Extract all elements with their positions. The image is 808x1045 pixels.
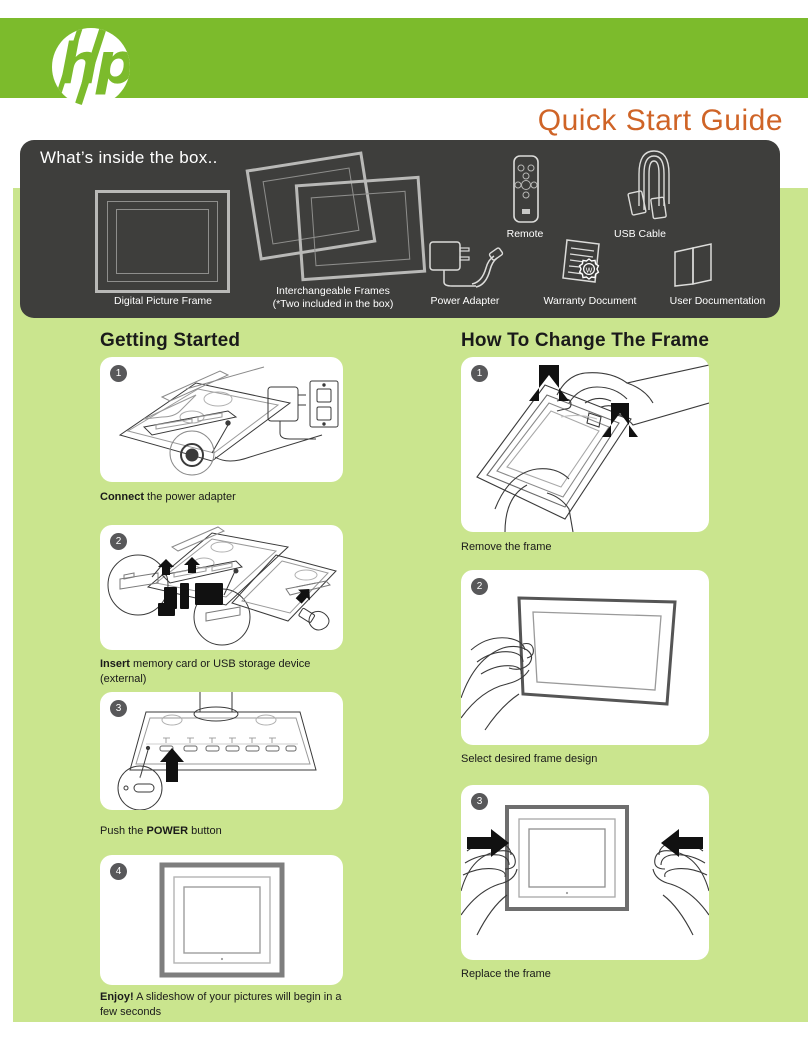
whats-inside-the-box-panel: What’s inside the box.. Digital Picture …	[20, 140, 780, 318]
change-frame-step-2-caption: Select desired frame design	[461, 753, 598, 765]
getting-started-step-4-caption: Enjoy! A slideshow of your pictures will…	[100, 990, 350, 1019]
step-badge: 1	[471, 365, 488, 382]
step-caption-pre: Push the	[100, 825, 147, 837]
step-caption-bold: POWER	[146, 825, 189, 837]
warranty-document-icon: W	[557, 236, 611, 294]
box-section-heading: What’s inside the box..	[40, 148, 218, 167]
box-item-label-user-documentation: User Documentation	[669, 295, 766, 307]
box-item-label-interchangeable-frames: Interchangeable Frames	[276, 285, 390, 297]
change-frame-heading: How To Change The Frame	[461, 330, 710, 351]
page-title: Quick Start Guide	[537, 104, 783, 137]
interchangeable-frames-icon-2	[294, 175, 427, 282]
step-caption-rest: the power adapter	[144, 491, 236, 503]
svg-text:W: W	[586, 267, 593, 274]
box-item-label-usb-cable: USB Cable	[614, 228, 666, 240]
change-frame-step-1-card: 1	[461, 357, 709, 532]
step-badge: 2	[110, 533, 127, 550]
getting-started-step-1-caption: Connect the power adapter	[100, 490, 350, 505]
change-frame-step-3-card: 3	[461, 785, 709, 960]
getting-started-step-2-caption: Insert memory card or USB storage device…	[100, 657, 350, 686]
box-item-label-power-adapter: Power Adapter	[430, 295, 500, 307]
getting-started-step-3-caption: Push the POWER button	[100, 824, 350, 839]
picture-frame-icon	[95, 190, 230, 293]
getting-started-heading: Getting Started	[100, 330, 241, 351]
getting-started-step-1-card: 1	[100, 357, 343, 482]
step-caption-rest: button	[188, 825, 222, 837]
step-badge: 3	[110, 700, 127, 717]
step-caption-rest: memory card or USB storage device (exter…	[100, 658, 311, 685]
step-caption-bold: Enjoy!	[100, 991, 134, 1003]
getting-started-step-2-card: 2	[100, 525, 343, 650]
hp-logo: hp	[52, 28, 130, 106]
step-caption-bold: Connect	[100, 491, 144, 503]
hp-header-bar: hp	[0, 18, 808, 106]
user-documentation-icon	[670, 240, 716, 292]
step-badge: 2	[471, 578, 488, 595]
change-frame-step-3-caption: Replace the frame	[461, 968, 551, 980]
change-frame-step-1-caption: Remove the frame	[461, 541, 552, 553]
usb-cable-icon	[622, 148, 678, 230]
step-caption-bold: Insert	[100, 658, 130, 670]
step-badge: 1	[110, 365, 127, 382]
step-badge: 4	[110, 863, 127, 880]
step-caption-rest: A slideshow of your pictures will begin …	[100, 991, 342, 1018]
box-item-label-warranty-document: Warranty Document	[543, 295, 637, 307]
box-item-label-digital-picture-frame: Digital Picture Frame	[113, 295, 213, 307]
box-item-label-interchangeable-frames-note: (*Two included in the box)	[272, 298, 394, 310]
step-badge: 3	[471, 793, 488, 810]
change-frame-step-2-card: 2	[461, 570, 709, 745]
box-item-label-remote: Remote	[506, 228, 544, 240]
power-adapter-icon	[424, 238, 504, 294]
getting-started-step-3-card: 3	[100, 692, 343, 810]
remote-control-icon	[504, 154, 548, 226]
getting-started-step-4-card: 4	[100, 855, 343, 985]
